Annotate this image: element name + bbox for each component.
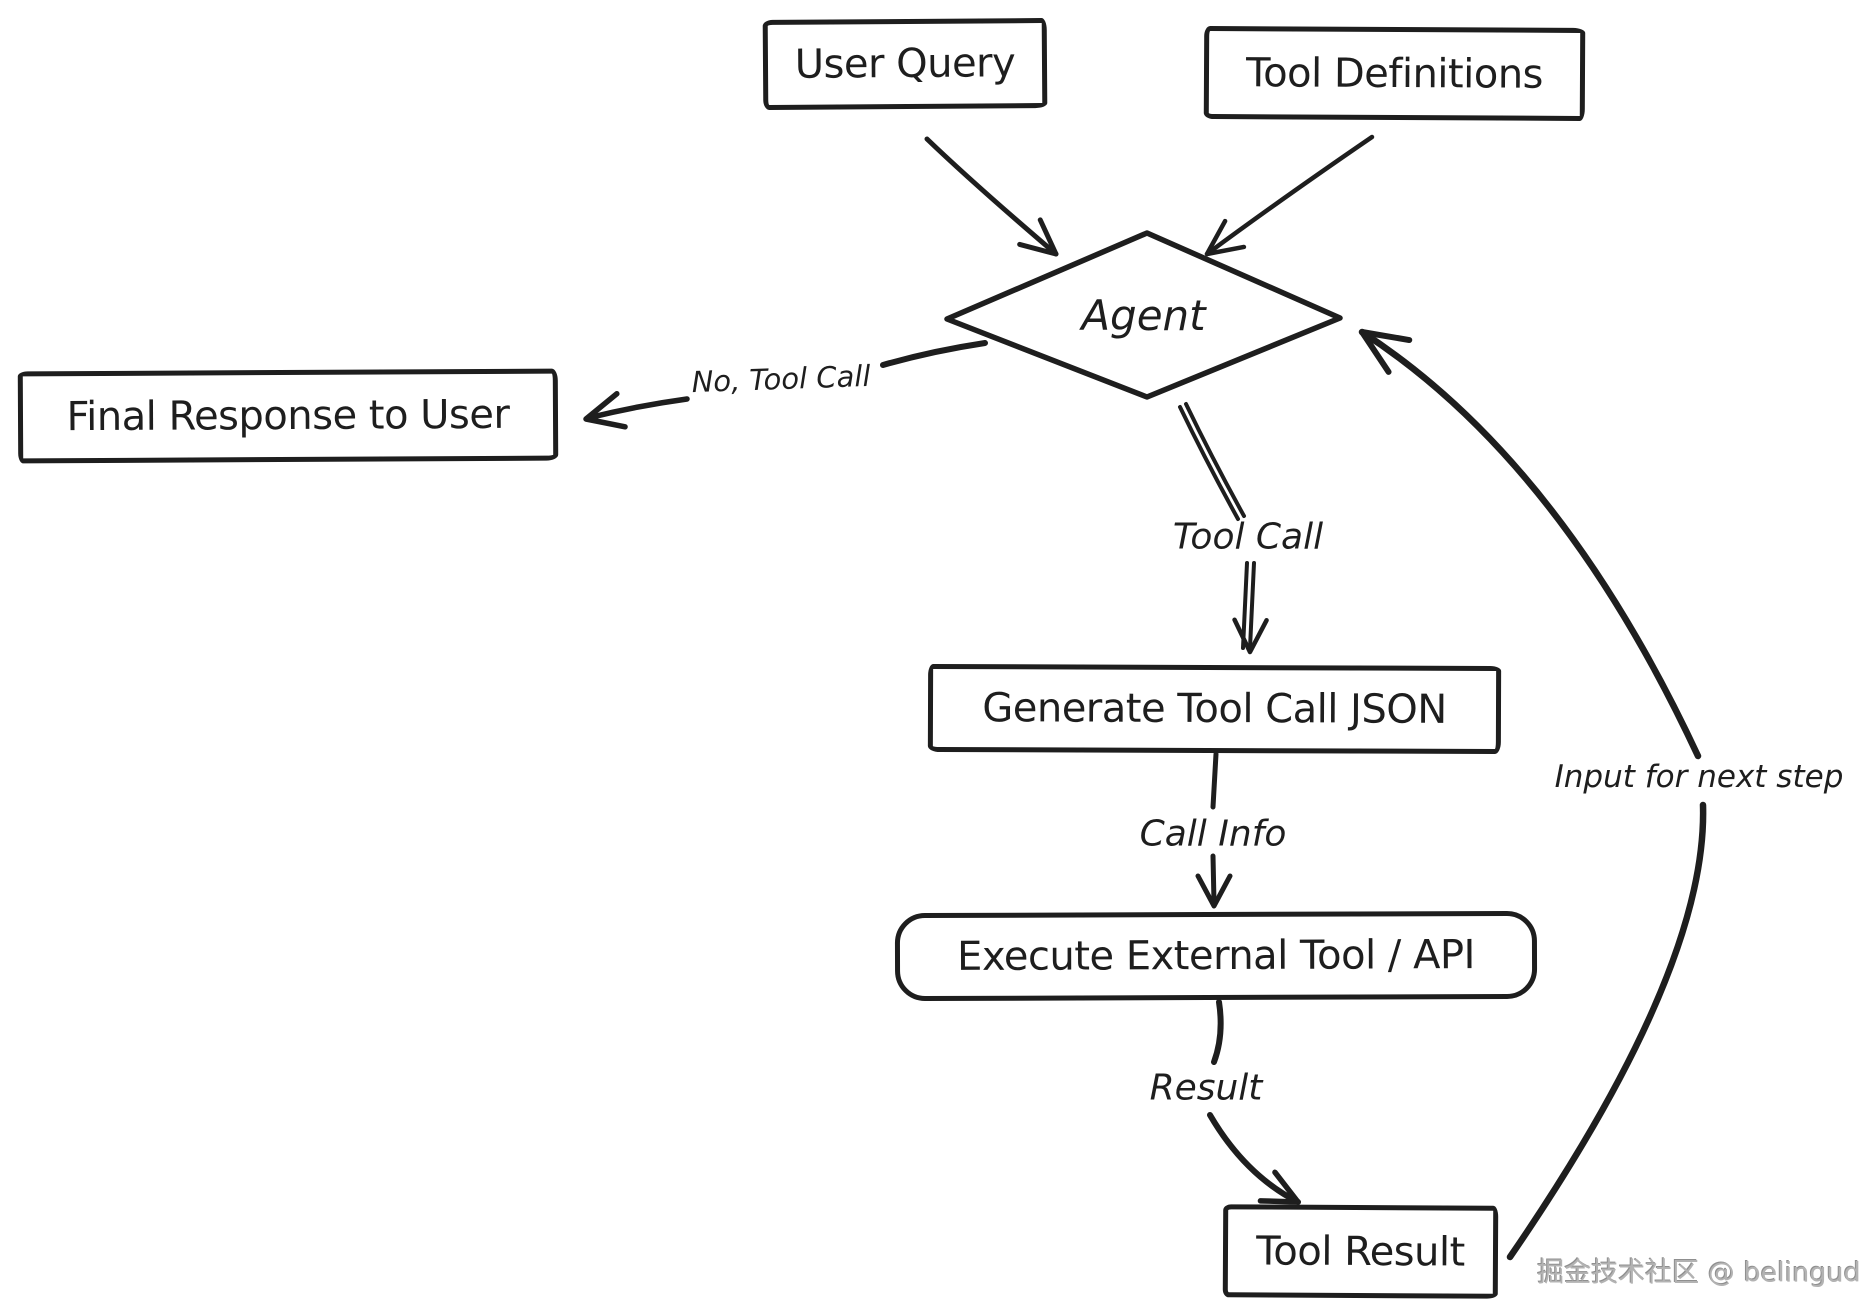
- edge-label-input-for-next-step: Input for next step: [1554, 759, 1844, 795]
- edge-label-result: Result: [1149, 1067, 1263, 1109]
- node-tool-definitions-label: Tool Definitions: [1245, 49, 1544, 98]
- node-final-response-label: Final Response to User: [66, 391, 510, 441]
- node-execute-tool: Execute External Tool / API: [894, 910, 1538, 1002]
- node-tool-definitions: Tool Definitions: [1203, 26, 1586, 121]
- node-tool-result: Tool Result: [1222, 1204, 1499, 1299]
- node-final-response: Final Response to User: [17, 368, 559, 464]
- edge-label-call-info: Call Info: [1139, 813, 1287, 855]
- node-execute-tool-label: Execute External Tool / API: [957, 932, 1475, 980]
- node-user-query-label: User Query: [794, 40, 1016, 88]
- watermark: 掘金技术社区 @ belingud: [1537, 1257, 1861, 1289]
- node-agent-label: Agent: [1081, 290, 1206, 340]
- node-user-query: User Query: [762, 18, 1048, 110]
- edge-label-no-tool-call: No, Tool Call: [691, 358, 871, 400]
- edge-execute-tool-to-tool-result: [1207, 999, 1301, 1205]
- node-agent-label-wrap: Agent: [947, 233, 1340, 397]
- node-generate-json-label: Generate Tool Call JSON: [982, 685, 1447, 733]
- node-generate-json: Generate Tool Call JSON: [927, 664, 1502, 754]
- node-tool-result-label: Tool Result: [1256, 1227, 1465, 1276]
- edge-label-tool-call: Tool Call: [1172, 516, 1324, 558]
